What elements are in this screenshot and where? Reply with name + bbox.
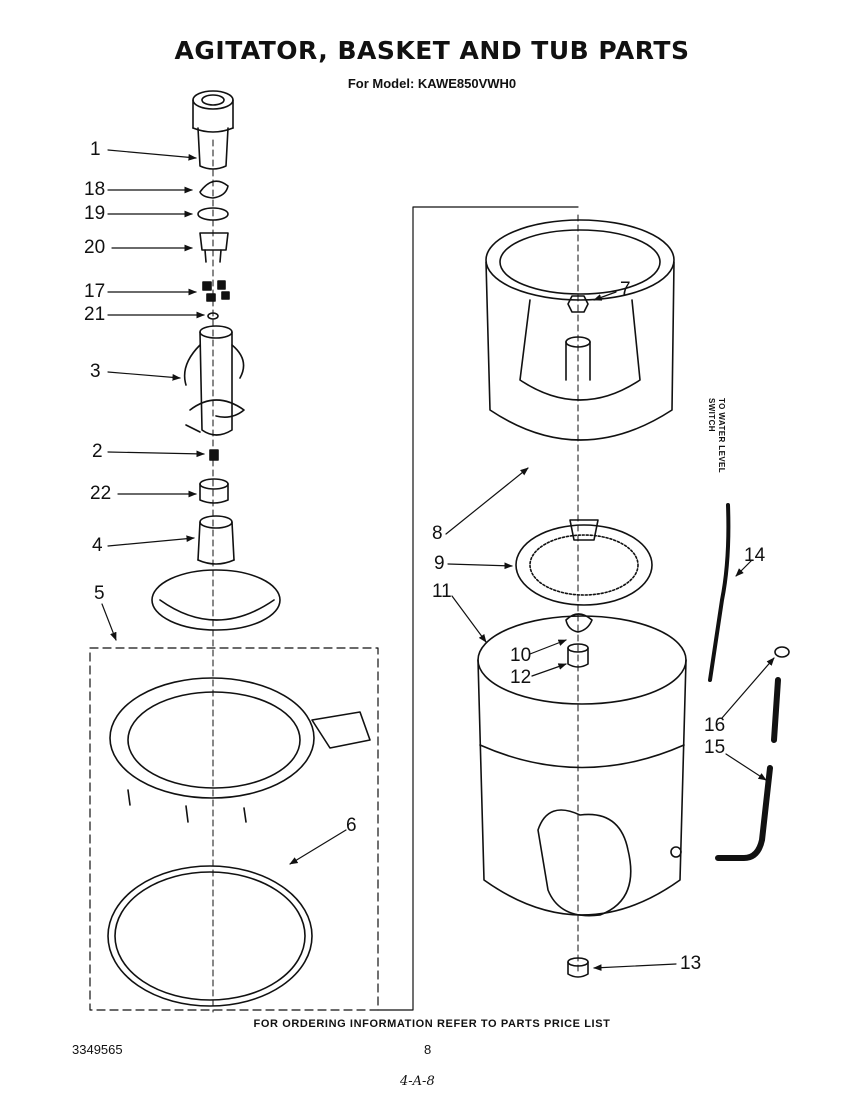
callout-1: 1 xyxy=(90,139,101,160)
part-13-plug xyxy=(567,957,589,978)
part-14-pressure-hose xyxy=(708,503,731,682)
water-level-switch-label: TO WATER LEVEL SWITCH xyxy=(706,398,726,473)
part-1-agitator-cap xyxy=(192,90,234,170)
part-9-clutch xyxy=(515,519,653,606)
part-7-nut xyxy=(567,295,589,313)
water-level-switch-label-line2: SWITCH xyxy=(707,398,716,432)
document-number: 3349565 xyxy=(72,1042,123,1057)
callout-6: 6 xyxy=(346,815,357,836)
callout-12: 12 xyxy=(510,667,532,688)
part-2-bolt xyxy=(209,449,219,461)
callout-15: 15 xyxy=(704,737,726,758)
part-5-tub-ring xyxy=(109,677,371,823)
part-17-dogs xyxy=(202,280,230,302)
part-5-dashed-box xyxy=(89,647,379,1011)
callout-8: 8 xyxy=(432,523,443,544)
part-8-basket xyxy=(485,219,675,441)
callout-19: 19 xyxy=(84,203,106,224)
leader-lines xyxy=(101,149,775,971)
callout-11: 11 xyxy=(432,581,452,602)
part-16-clamp xyxy=(774,646,790,658)
ordering-note: FOR ORDERING INFORMATION REFER TO PARTS … xyxy=(253,1018,611,1030)
callout-17: 17 xyxy=(84,281,106,302)
callout-13: 13 xyxy=(680,953,702,974)
part-11-outer-tub xyxy=(477,615,687,917)
callout-9: 9 xyxy=(434,553,445,574)
callout-22: 22 xyxy=(90,483,112,504)
callout-10: 10 xyxy=(510,645,532,666)
water-level-switch-label-line1: TO WATER LEVEL xyxy=(717,398,726,474)
callout-4: 4 xyxy=(92,535,103,556)
callout-3: 3 xyxy=(90,361,101,382)
callout-20: 20 xyxy=(84,237,106,258)
callout-14: 14 xyxy=(744,545,766,566)
part-4-drive-base xyxy=(151,515,281,631)
callout-2: 2 xyxy=(92,441,103,462)
part-15-drain-hose xyxy=(670,677,781,861)
part-22-bushing xyxy=(199,478,229,504)
callout-7: 7 xyxy=(620,279,631,300)
page-number: 8 xyxy=(424,1042,432,1057)
part-10-seal xyxy=(565,613,593,633)
part-19-ring xyxy=(197,207,229,221)
part-18-cam xyxy=(199,180,229,199)
part-12-bearing xyxy=(567,643,589,668)
part-6-seal xyxy=(107,865,313,1007)
part-20-dog-assembly xyxy=(199,232,229,263)
page-title: AGITATOR, BASKET AND TUB PARTS xyxy=(174,36,690,65)
part-3-agitator xyxy=(183,325,245,436)
handwritten-mark: 4-A-8 xyxy=(400,1074,435,1089)
callout-18: 18 xyxy=(84,179,106,200)
model-subtitle: For Model: KAWE850VWH0 xyxy=(347,76,517,91)
assembly-connector-line xyxy=(377,206,579,1011)
part-21-ring xyxy=(207,312,219,320)
callout-21: 21 xyxy=(84,304,106,325)
callout-16: 16 xyxy=(704,715,726,736)
callout-5: 5 xyxy=(94,583,105,604)
